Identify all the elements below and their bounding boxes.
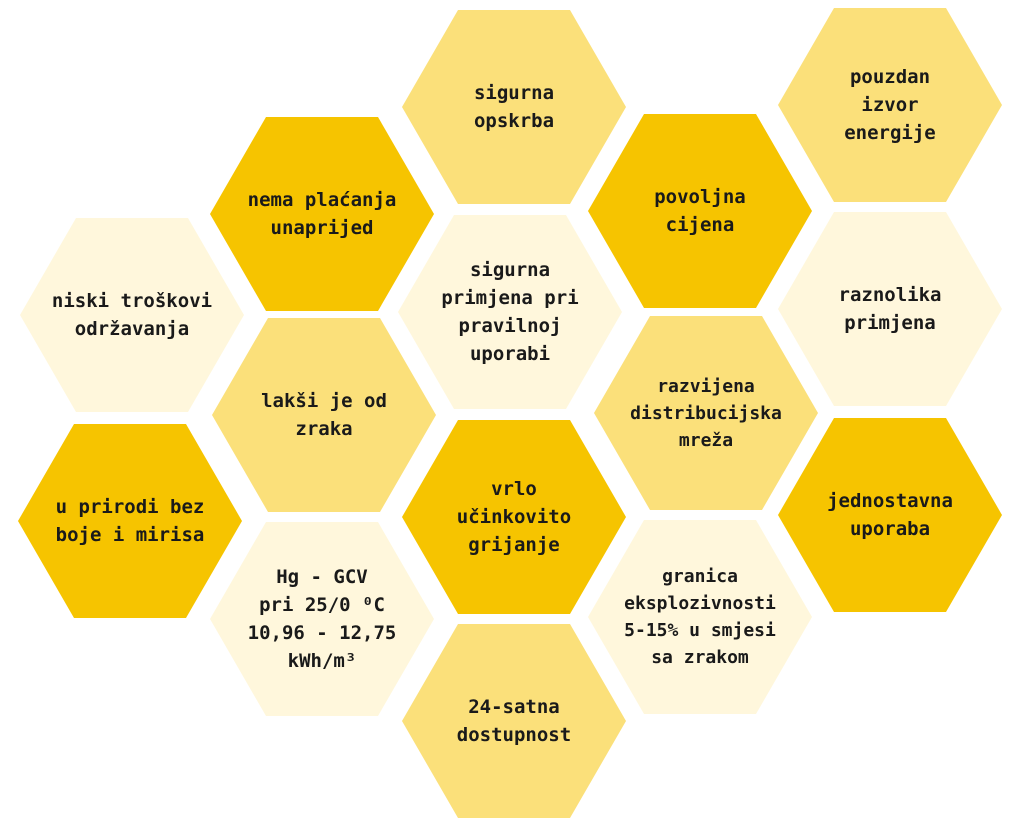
hex-24-satna-dostupnost: 24-satna dostupnost [402,624,626,818]
hex-granica-eksplozivnosti: granica eksplozivnosti 5-15% u smjesi sa… [588,520,812,714]
hex-label: sigurna opskrba [473,82,555,132]
hex-label: razvijena distribucijska mreža [630,375,782,451]
hex-ucinkovito-grijanje: vrlo učinkovito grijanje [402,420,626,614]
hex-label: lakši je od zraka [261,390,387,440]
hex-label: sigurna primjena pri pravilnoj uporabi [441,259,579,365]
hex-jednostavna-uporaba: jednostavna uporaba [778,418,1002,612]
hex-povoljna-cijena: povoljna cijena [588,114,812,308]
hex-pouzdan-izvor-energije: pouzdan izvor energije [778,8,1002,202]
hex-label: vrlo učinkovito grijanje [456,478,572,556]
hex-raznolika-primjena: raznolika primjena [778,212,1002,406]
hex-label: nema plaćanja unaprijed [247,189,397,239]
hex-label: Hg - GCV pri 25/0 ⁰C 10,96 - 12,75 kWh/m… [247,566,397,672]
hex-label: raznolika primjena [838,284,942,334]
hex-nema-placanja-unaprijed: nema plaćanja unaprijed [210,117,434,311]
hex-label: pouzdan izvor energije [844,66,936,144]
hex-label: jednostavna uporaba [827,490,953,540]
hex-razvijena-distribucijska-mreza: razvijena distribucijska mreža [594,316,818,510]
hex-sigurna-primjena: sigurna primjena pri pravilnoj uporabi [398,215,622,409]
hex-niski-troskovi-odrzavanja: niski troškovi održavanja [20,218,244,412]
hex-laksi-od-zraka: lakši je od zraka [212,318,436,512]
hex-sigurna-opskrba: sigurna opskrba [402,10,626,204]
hex-label: u prirodi bez boje i mirisa [55,496,205,546]
hex-hg-gcv: Hg - GCV pri 25/0 ⁰C 10,96 - 12,75 kWh/m… [210,522,434,716]
hex-label: granica eksplozivnosti 5-15% u smjesi sa… [624,566,776,668]
hex-bez-boje-i-mirisa: u prirodi bez boje i mirisa [18,424,242,618]
hex-label: 24-satna dostupnost [456,696,572,746]
hex-label: povoljna cijena [654,186,746,236]
hex-label: niski troškovi održavanja [51,290,213,340]
